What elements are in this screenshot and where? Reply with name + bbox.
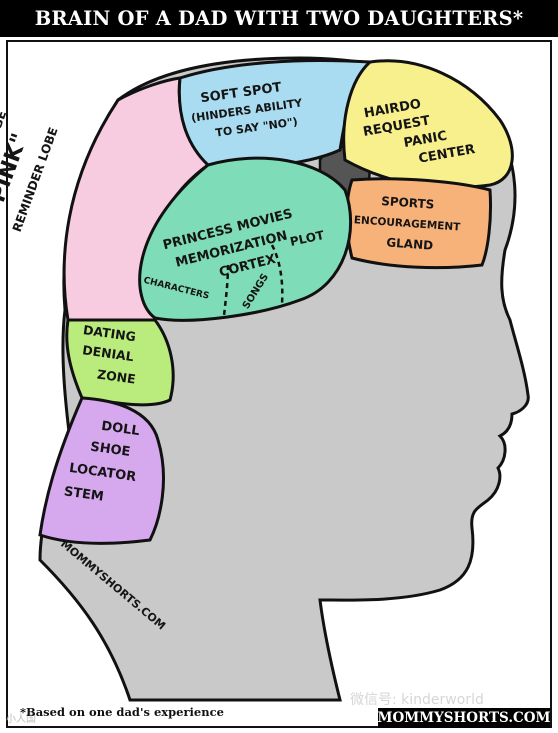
weibo-watermark: 小人国 [6,714,36,725]
doll-region [38,396,165,545]
princess-divider-1 [270,244,284,306]
soft-spot-region [177,59,374,169]
footnote: *Based on one dad's experience [20,705,224,719]
sports-line-1: SPORTS [381,194,435,212]
brand-label[interactable]: MOMMYSHORTS.COM [377,708,551,728]
sports-line-3: GLAND [386,235,434,252]
dating-line-1: DATING [82,322,137,344]
pink-label: ALL THINGS MUST BE "PINK" REMINDER LOBE [0,109,61,249]
dating-label: DATING DENIAL ZONE [81,322,137,387]
doll-line-2: SHOE [89,440,131,460]
doll-line-4: STEM [63,484,105,504]
dating-line-3: ZONE [96,366,136,386]
poster-title: BRAIN OF A DAD WITH TWO DAUGHTERS* [0,0,558,37]
hairdo-region [342,59,514,190]
dating-line-2: DENIAL [81,342,134,364]
wechat-watermark: 微信号: kinderworld [350,692,484,708]
doll-line-1: DOLL [100,419,140,439]
princess-region [138,156,353,322]
princess-divider-2 [222,264,230,317]
hairdo-line-3: PANIC [403,129,449,151]
dating-region [65,318,175,407]
